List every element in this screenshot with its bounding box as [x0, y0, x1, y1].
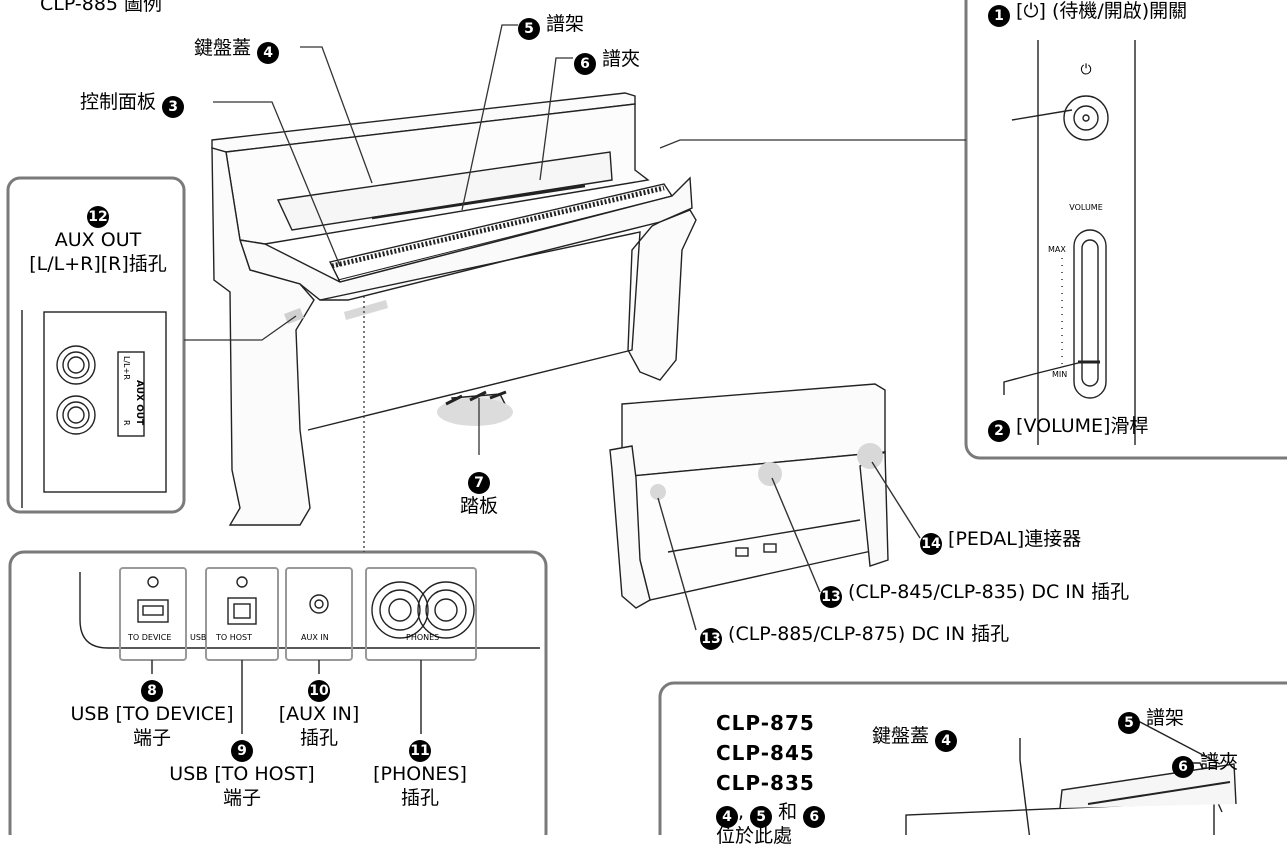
dc-in-885-label: (CLP-885/CLP-875) DC IN 插孔: [728, 623, 1010, 645]
inset-music-clips-callout: 6 譜夾: [1172, 750, 1238, 778]
model-note-line2: 位於此處: [716, 825, 793, 847]
music-rest-label: 譜架: [546, 13, 585, 35]
badge-3: 3: [162, 96, 185, 118]
aux-in-mark: AUX IN: [301, 633, 329, 642]
usb-host-callout: 9 USB [TO HOST] 端子: [150, 734, 334, 810]
badge-4: 4: [257, 42, 280, 64]
inset-key-cover-callout: 鍵盤蓋 4: [872, 724, 958, 752]
aux-out-label-2: [L/L+R][R]插孔: [29, 253, 167, 275]
inset-key-cover-label: 鍵盤蓋: [872, 725, 930, 747]
aux-out-label-1: AUX OUT: [54, 229, 142, 251]
note-badge-6: 6: [803, 806, 826, 828]
inset-music-rest-callout: 5 譜架: [1118, 706, 1184, 734]
diagram-caption: CLP-885 圖例: [40, 0, 163, 15]
note-and: 和: [778, 801, 798, 823]
badge-1: 1: [988, 5, 1010, 27]
badge-11: 11: [409, 740, 431, 762]
model-note: 4, 5 和 6: [716, 800, 826, 828]
control-panel-label: 控制面板: [80, 91, 157, 113]
min-mark: MIN: [1052, 370, 1067, 379]
note-separator: ,: [738, 801, 745, 823]
piano-rear-illustration: [609, 383, 921, 631]
leader-lines: [184, 24, 966, 552]
usb-host-label-2: 端子: [222, 787, 261, 809]
usb-device-label-2: 端子: [132, 727, 171, 749]
badge-2: 2: [988, 420, 1010, 442]
inset-badge-4: 4: [935, 730, 958, 752]
power-symbol-mark: ⏻: [1080, 62, 1091, 78]
inset-music-clips-label: 譜夾: [1200, 751, 1239, 773]
to-host-mark: TO HOST: [215, 633, 252, 642]
control-panel-closeup: [1003, 40, 1136, 445]
badge-14: 14: [920, 533, 942, 555]
pedal-connector-label: [PEDAL]連接器: [948, 528, 1082, 550]
pedals-label: 踏板: [459, 495, 498, 517]
to-device-mark: TO DEVICE: [127, 633, 171, 642]
music-rest-callout: 5 譜架: [518, 12, 584, 40]
model-item: CLP-875: [716, 711, 815, 735]
aux-out-callout: 12 AUX OUT [L/L+R][R]插孔: [14, 200, 182, 276]
model-list: CLP-875 CLP-845 CLP-835: [716, 708, 815, 798]
music-clips-callout: 6 譜夾: [574, 47, 640, 75]
inset-music-rest-label: 譜架: [1146, 707, 1185, 729]
key-cover-label: 鍵盤蓋: [194, 37, 252, 59]
dc-in-885-callout: 13 (CLP-885/CLP-875) DC IN 插孔: [700, 622, 1009, 650]
note-badge-4: 4: [716, 806, 738, 828]
power-volume-inset-box: [964, 0, 1287, 460]
model-inset-illustration: [905, 721, 1237, 835]
dc-in-845-callout: 13 (CLP-845/CLP-835) DC IN 插孔: [820, 580, 1129, 608]
inset-badge-5: 5: [1118, 712, 1140, 734]
badge-6: 6: [574, 53, 596, 75]
max-mark: MAX: [1048, 245, 1066, 254]
model-item: CLP-835: [716, 771, 815, 795]
badge-7: 7: [468, 472, 490, 494]
aux-in-label-1: [AUX IN]: [278, 703, 360, 725]
usb-device-label-1: USB [TO DEVICE]: [70, 703, 234, 725]
aux-in-label-2: 插孔: [299, 727, 338, 749]
aux-out-closeup: [21, 310, 167, 508]
badge-8: 8: [141, 680, 163, 702]
rear-panel-inset-box: [8, 550, 548, 835]
phones-callout: 11 [PHONES] 插孔: [358, 734, 482, 810]
badge-13b: 13: [700, 628, 722, 650]
badge-12: 12: [87, 206, 109, 228]
inset-badge-6: 6: [1172, 756, 1194, 778]
volume-mark: VOLUME: [1069, 203, 1103, 212]
badge-9: 9: [231, 740, 253, 762]
aux-in-callout: 10 [AUX IN] 插孔: [264, 674, 374, 750]
power-button-ring: [1063, 95, 1109, 141]
key-cover-callout: 鍵盤蓋 4: [194, 36, 280, 64]
power-label: [⏻] (待機/開啟)開關: [1016, 0, 1188, 22]
model-item: CLP-845: [716, 741, 815, 765]
phones-mark: PHONES: [406, 633, 439, 642]
music-clips-label: 譜夾: [602, 48, 641, 70]
pedals-callout: 7 踏板: [448, 466, 510, 518]
usb-mark: USB: [190, 633, 206, 642]
badge-13a: 13: [820, 586, 842, 608]
phones-label-2: 插孔: [400, 787, 439, 809]
note-badge-5: 5: [750, 806, 773, 828]
power-callout: 1 [⏻] (待機/開啟)開關: [988, 0, 1187, 27]
piano-front-illustration: [211, 92, 697, 526]
badge-5: 5: [518, 18, 540, 40]
rear-connector-closeup: [79, 567, 540, 734]
badge-10: 10: [308, 680, 330, 702]
usb-host-label-1: USB [TO HOST]: [169, 763, 315, 785]
pedal-connector-callout: 14 [PEDAL]連接器: [920, 527, 1081, 555]
volume-slider-track: [1073, 229, 1107, 399]
r-mark: R: [122, 420, 131, 426]
dc-in-845-label: (CLP-845/CLP-835) DC IN 插孔: [848, 581, 1130, 603]
phones-label-1: [PHONES]: [373, 763, 467, 785]
usb-device-callout: 8 USB [TO DEVICE] 端子: [36, 674, 268, 750]
control-panel-callout: 控制面板 3: [80, 90, 185, 118]
volume-callout: 2 [VOLUME]滑桿: [988, 414, 1148, 442]
volume-label: [VOLUME]滑桿: [1016, 415, 1149, 437]
l-lr-mark: L/L+R: [122, 356, 131, 380]
aux-out-mark: AUX OUT: [134, 380, 144, 426]
